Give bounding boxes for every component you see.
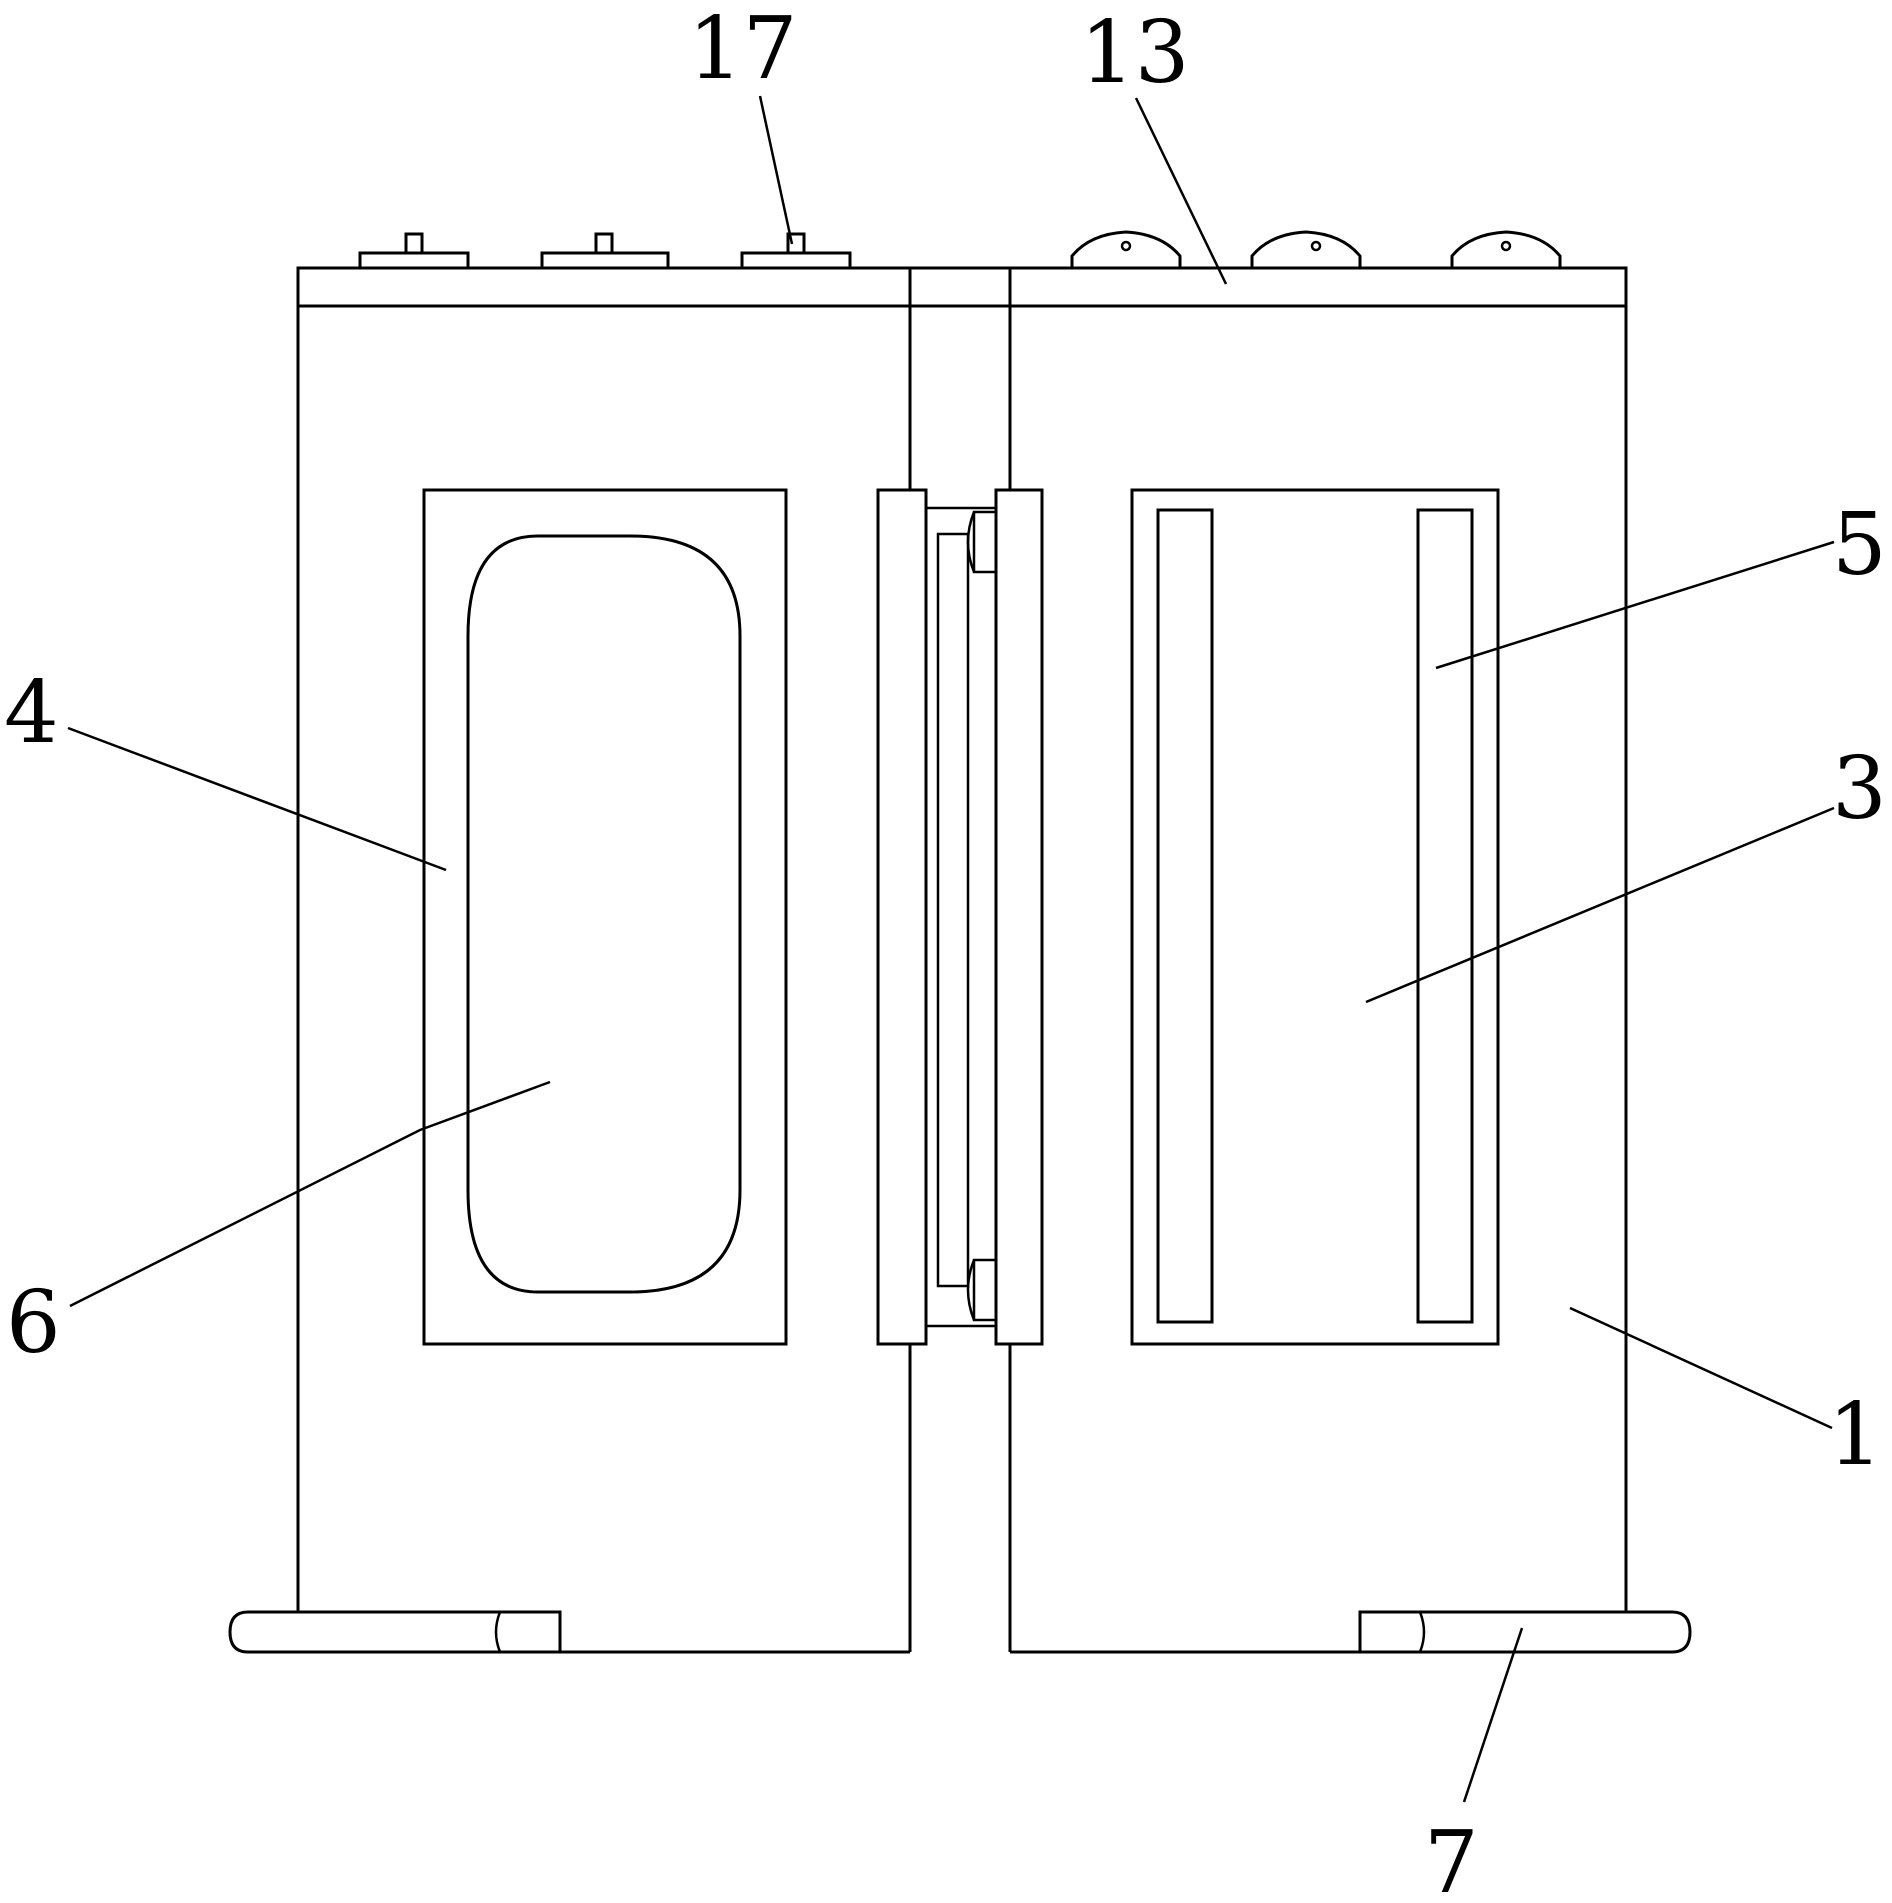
leader-lines	[67, 95, 1835, 1803]
top-fittings-left	[358, 232, 852, 270]
leader-4	[67, 726, 447, 872]
base-rail-left	[228, 1610, 910, 1654]
top-fitting-cap	[540, 232, 670, 270]
leader-13	[1134, 97, 1228, 285]
callout-7: 7	[1424, 1813, 1479, 1903]
base-rail-right	[1010, 1610, 1692, 1654]
callout-17: 17	[688, 0, 797, 99]
vent-slot-left	[1156, 508, 1214, 1324]
left-door-panel	[422, 488, 788, 1346]
callout-4: 4	[4, 663, 59, 763]
leader-17	[758, 95, 794, 245]
callout-3: 3	[1832, 739, 1887, 839]
top-fittings-right	[1070, 230, 1562, 268]
top-dome-cap	[1070, 230, 1182, 268]
right-door-panel	[1130, 488, 1500, 1346]
leader-6	[69, 1080, 551, 1308]
top-cover	[296, 266, 1628, 308]
top-fitting-cap	[740, 232, 852, 270]
top-fitting-cap	[358, 232, 470, 270]
observation-window	[466, 534, 742, 1294]
leader-3	[1365, 806, 1835, 1004]
callout-5: 5	[1832, 495, 1887, 595]
leader-7	[1462, 1627, 1524, 1803]
leader-5	[1435, 540, 1835, 670]
callout-13: 13	[1080, 3, 1189, 103]
vent-slot-right	[1416, 508, 1474, 1324]
hinge-assembly	[876, 488, 1044, 1346]
top-dome-cap	[1250, 230, 1362, 268]
callouts: 17 13 5 4 3 6 1 7	[4, 0, 1887, 1903]
callout-1: 1	[1828, 1385, 1883, 1485]
top-dome-cap	[1450, 230, 1562, 268]
callout-6: 6	[6, 1273, 61, 1373]
leader-1	[1569, 1306, 1833, 1430]
